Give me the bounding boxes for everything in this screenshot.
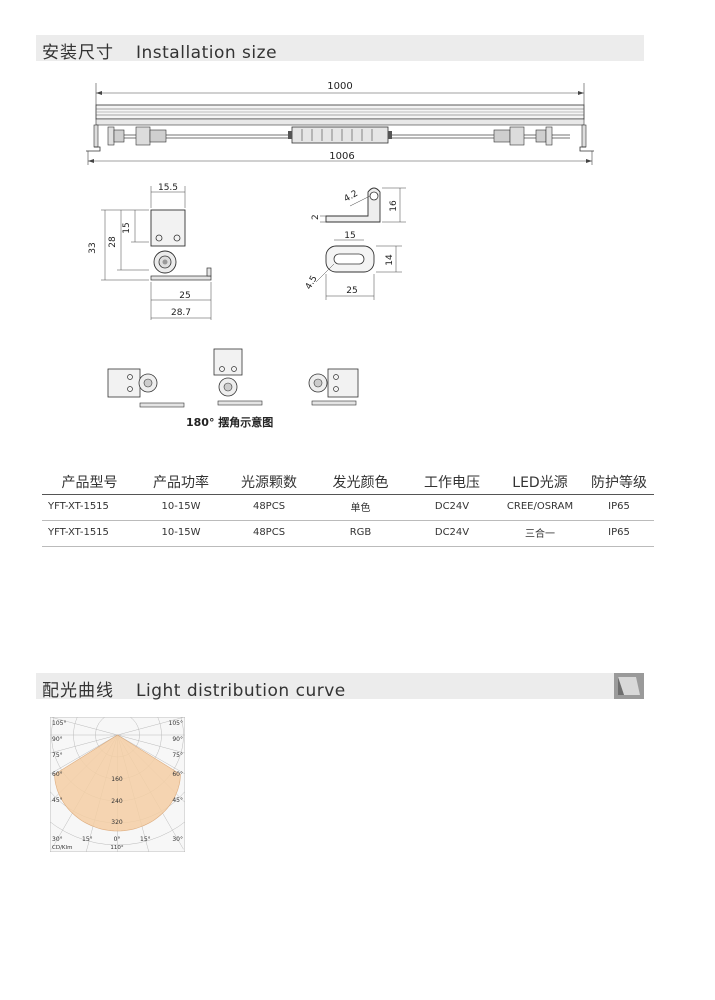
angle-label-right-60: 60° <box>172 771 183 778</box>
dim-1000: 1000 <box>327 81 352 92</box>
swing-angle-caption: 180° 摆角示意图 <box>186 416 274 429</box>
radial-value-320: 320 <box>111 819 123 826</box>
angle-label-right-105: 105° <box>169 720 183 727</box>
angle-label-bottom-30-right: 30° <box>172 836 183 843</box>
fixture-side-drawing: 1000 1006 <box>86 81 594 165</box>
dim-2: 2 <box>311 214 321 220</box>
angle-label-left-75: 75° <box>52 752 63 759</box>
table-row: YFT-XT-1515 10-15W 48PCS RGB DC24V 三合一 I… <box>42 520 654 547</box>
header-ip: 防护等级 <box>584 470 654 495</box>
polar-grid-spoke <box>117 734 185 775</box>
polar-grid-spoke <box>50 717 118 736</box>
header-power: 产品功率 <box>137 470 225 495</box>
cell-color: 单色 <box>313 494 408 521</box>
cell-voltage: DC24V <box>408 494 496 521</box>
dim-15-v: 15 <box>122 222 132 233</box>
polar-grid-spoke <box>117 717 185 736</box>
angle-label-right-90: 90° <box>172 736 183 743</box>
dim-33: 33 <box>88 242 98 253</box>
cell-ip: IP65 <box>584 520 654 547</box>
angle-label-right-45: 45° <box>172 797 183 804</box>
cell-power: 10-15W <box>137 494 225 521</box>
end-view-drawing: 15.5 33 28 15 25 28.7 <box>88 183 212 320</box>
cell-led-source: CREE/OSRAM <box>496 494 584 521</box>
cell-led-source: 三合一 <box>496 520 584 547</box>
spec-table: 产品型号 产品功率 光源颗数 发光颜色 工作电压 LED光源 防护等级 YFT-… <box>42 470 654 547</box>
cell-voltage: DC24V <box>408 520 496 547</box>
cell-color: RGB <box>313 520 408 547</box>
spec-table-header-row: 产品型号 产品功率 光源颗数 发光颜色 工作电压 LED光源 防护等级 <box>42 470 654 495</box>
installation-title: 安装尺寸 Installation size <box>42 38 277 63</box>
dim-14: 14 <box>385 254 395 266</box>
dim-4-5: 4.5 <box>304 274 320 291</box>
radial-value-160: 160 <box>111 776 123 783</box>
installation-title-en: Installation size <box>136 43 278 63</box>
cell-led-count: 48PCS <box>225 494 313 521</box>
table-row: YFT-XT-1515 10-15W 48PCS 单色 DC24V CREE/O… <box>42 494 654 521</box>
bracket-drawing: 4.2 2 16 15 14 4.5 25 <box>304 187 406 300</box>
angle-label-bottom-15-right: 15° <box>140 836 151 843</box>
installation-title-cn: 安装尺寸 <box>42 43 114 63</box>
cell-model: YFT-XT-1515 <box>42 494 137 521</box>
swing-angle-drawing <box>107 348 359 408</box>
cell-led-count: 48PCS <box>225 520 313 547</box>
polar-grid-spoke <box>117 734 185 754</box>
angle-label-left-45: 45° <box>52 797 63 804</box>
light-distribution-polar-chart: 105° 90° 75° 60° 45° 105° 90° 75° 60° 45… <box>50 717 185 852</box>
dim-28-7: 28.7 <box>171 308 191 318</box>
radial-value-240: 240 <box>111 798 123 805</box>
angle-label-bottom-30-left: 30° <box>52 836 63 843</box>
angle-label-right-75: 75° <box>172 752 183 759</box>
polar-grid-spoke <box>50 734 118 754</box>
dim-15-slot: 15 <box>344 231 355 241</box>
header-model: 产品型号 <box>42 470 137 495</box>
header-voltage: 工作电压 <box>408 470 496 495</box>
dim-15-5: 15.5 <box>158 183 178 193</box>
distribution-title: 配光曲线 Light distribution curve <box>42 676 346 701</box>
angle-label-left-60: 60° <box>52 771 63 778</box>
distribution-title-en: Light distribution curve <box>136 681 346 701</box>
header-led-count: 光源颗数 <box>225 470 313 495</box>
angle-label-left-90: 90° <box>52 736 63 743</box>
cell-power: 10-15W <box>137 520 225 547</box>
corner-logo-icon <box>614 673 644 699</box>
cell-ip: IP65 <box>584 494 654 521</box>
dim-28: 28 <box>108 236 118 248</box>
dim-16: 16 <box>389 200 399 212</box>
dim-1006: 1006 <box>329 151 354 162</box>
angle-label-bottom-15-left: 15° <box>82 836 93 843</box>
angle-label-bottom-0: 0° <box>114 836 121 843</box>
distribution-curve <box>54 734 181 832</box>
header-led-source: LED光源 <box>496 470 584 495</box>
cell-model: YFT-XT-1515 <box>42 520 137 547</box>
beam-angle-label: 110° <box>110 845 123 851</box>
angle-label-left-105: 105° <box>52 720 66 727</box>
distribution-title-cn: 配光曲线 <box>42 681 114 701</box>
dim-25-slot: 25 <box>346 286 357 296</box>
distribution-header-bar <box>36 673 644 699</box>
unit-label: CD/Klm <box>52 845 72 851</box>
header-color: 发光颜色 <box>313 470 408 495</box>
installation-header-bar <box>36 35 644 61</box>
polar-grid-spoke <box>50 734 118 775</box>
corner-logo-shape <box>618 677 640 695</box>
dim-25-end: 25 <box>179 291 190 301</box>
